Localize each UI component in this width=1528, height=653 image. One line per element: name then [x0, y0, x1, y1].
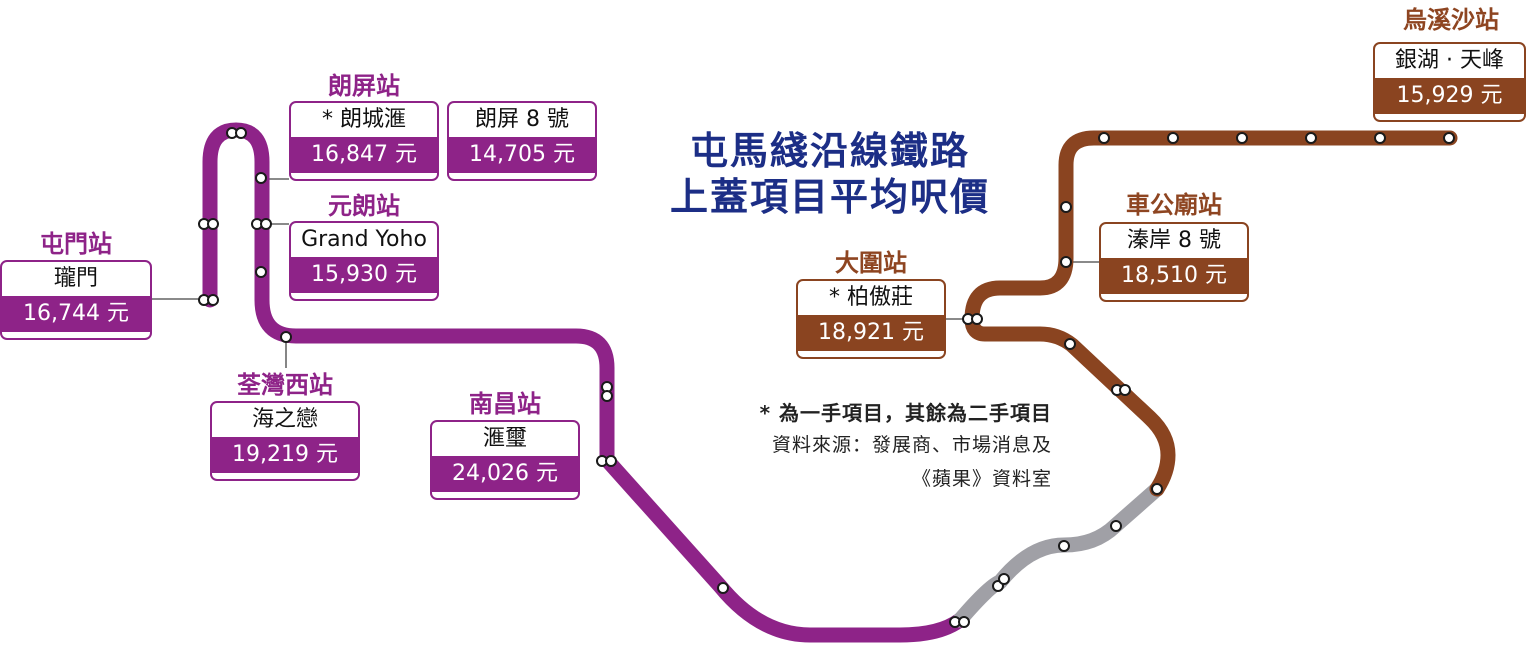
estate-card-che-kung-temple: 溱岸 8 號 18,510 元	[1099, 222, 1249, 302]
station-name-yuen-long: 元朗站	[328, 192, 400, 220]
estate-price: 18,510 元	[1101, 258, 1247, 294]
station-name-che-kung-temple: 車公廟站	[1126, 191, 1222, 219]
marker	[1119, 384, 1131, 396]
marker	[255, 172, 267, 184]
estate-card-long-ping-2: 朗屏 8 號 14,705 元	[447, 101, 597, 181]
estate-price: 15,930 元	[291, 257, 437, 293]
marker	[998, 573, 1010, 585]
grey-route	[952, 481, 1165, 628]
estate-price: 14,705 元	[449, 137, 595, 173]
marker	[1443, 132, 1455, 144]
station-name-tai-wai: 大圍站	[835, 249, 907, 277]
marker	[255, 266, 267, 278]
estate-card-tsuen-wan-west: 海之戀 19,219 元	[210, 401, 360, 481]
note-source-1: 資料來源：發展商、市場消息及	[771, 434, 1052, 456]
marker	[1374, 132, 1386, 144]
estate-card-yuen-long: Grand Yoho 15,930 元	[289, 221, 439, 301]
title-line-2: 上蓋項目平均呎價	[669, 175, 990, 219]
marker	[1305, 132, 1317, 144]
station-name-nam-cheong: 南昌站	[469, 390, 541, 418]
estate-name: * 朗城滙	[322, 107, 406, 132]
estate-name: Grand Yoho	[301, 227, 427, 252]
estate-price: 19,219 元	[212, 437, 358, 473]
estate-name: 溱岸 8 號	[1127, 228, 1221, 253]
title-line-1: 屯馬綫沿線鐵路	[689, 129, 970, 173]
estate-card-wu-kai-sha: 銀湖 · 天峰 15,929 元	[1373, 42, 1526, 122]
note-first-hand: * 為一手項目，其餘為二手項目	[759, 401, 1052, 425]
marker	[235, 127, 247, 139]
marker	[958, 616, 970, 628]
estate-name: 銀湖 · 天峰	[1395, 48, 1504, 73]
estate-name: 海之戀	[251, 407, 318, 432]
estate-price: 16,744 元	[2, 296, 150, 332]
marker	[1060, 256, 1072, 268]
station-markers	[198, 127, 1455, 628]
marker	[1236, 132, 1248, 144]
marker	[207, 294, 219, 306]
diagram-title: 屯馬綫沿線鐵路 上蓋項目平均呎價	[640, 128, 1020, 220]
estate-name: 滙璽	[482, 426, 527, 451]
marker	[1151, 483, 1163, 495]
estate-price: 16,847 元	[291, 137, 437, 173]
marker	[605, 455, 617, 467]
estate-card-tuen-mun: 瓏門 16,744 元	[0, 260, 152, 340]
note-source-2: 《蘋果》資料室	[911, 468, 1052, 490]
marker	[601, 390, 613, 402]
station-name-tuen-mun: 屯門站	[40, 230, 112, 258]
estate-name: 瓏門	[53, 266, 98, 291]
marker	[717, 582, 729, 594]
marker	[207, 218, 219, 230]
marker	[971, 313, 983, 325]
marker	[1058, 540, 1070, 552]
estate-name: 朗屏 8 號	[475, 107, 569, 132]
marker	[1110, 520, 1122, 532]
marker	[1167, 132, 1179, 144]
station-name-long-ping: 朗屏站	[328, 72, 400, 100]
source-notes: * 為一手項目，其餘為二手項目 資料來源：發展商、市場消息及 《蘋果》資料室	[640, 398, 1052, 496]
estate-name: * 柏傲莊	[829, 285, 913, 310]
marker	[280, 331, 292, 343]
estate-card-tai-wai: * 柏傲莊 18,921 元	[796, 279, 946, 359]
marker	[1064, 338, 1076, 350]
estate-price: 24,026 元	[432, 456, 578, 492]
marker	[260, 218, 272, 230]
estate-card-nam-cheong: 滙璽 24,026 元	[430, 420, 580, 500]
station-name-tsuen-wan-west: 荃灣西站	[237, 371, 333, 399]
estate-card-long-ping-1: * 朗城滙 16,847 元	[289, 101, 439, 181]
marker	[1060, 201, 1072, 213]
marker	[1098, 132, 1110, 144]
estate-price: 18,921 元	[798, 315, 944, 351]
station-name-wu-kai-sha: 烏溪沙站	[1403, 6, 1499, 34]
estate-price: 15,929 元	[1375, 78, 1524, 114]
